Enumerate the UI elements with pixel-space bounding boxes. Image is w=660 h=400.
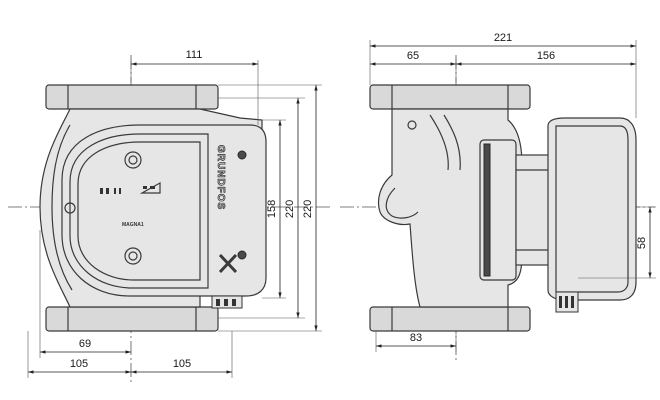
- front-view: MAGNA1 GRUNDFOS 111 158 220 220: [8, 49, 330, 382]
- front-control-box: [61, 124, 267, 297]
- side-dim-221-label: 221: [494, 32, 512, 44]
- side-top-flange: [369, 84, 531, 110]
- front-dim-220-mid-label: 220: [284, 200, 296, 218]
- side-view: 221 65 156 83 58: [340, 32, 656, 360]
- side-bottom-flange: [369, 306, 531, 332]
- front-dim-158-label: 158: [266, 200, 278, 218]
- front-brand-x-mark: [218, 253, 238, 274]
- front-cable-connector: [211, 295, 243, 309]
- front-bottom-flange: [45, 306, 219, 332]
- side-dim-83-label: 83: [410, 332, 422, 344]
- front-dim-105-left-label: 105: [70, 358, 88, 370]
- side-ribs: [429, 114, 461, 171]
- front-volute-inner-line: [51, 124, 73, 291]
- side-vent-screw: [407, 120, 417, 130]
- front-brand-logo-text: GRUNDFOS: [215, 145, 226, 210]
- side-motor: [479, 139, 557, 281]
- front-dim-105-right-label: 105: [173, 358, 191, 370]
- front-dim-220-outer-label: 220: [302, 200, 314, 218]
- side-dim-58-label: 58: [636, 237, 648, 249]
- front-dim-69-label: 69: [79, 338, 91, 350]
- front-dim-top-label: 111: [186, 49, 203, 61]
- front-model-label: MAGNA1: [122, 222, 144, 228]
- side-cable-connector: [555, 291, 579, 313]
- side-dim-65-label: 65: [407, 50, 419, 62]
- side-dim-156-label: 156: [537, 50, 555, 62]
- side-control-box: [547, 117, 637, 301]
- front-top-flange: [45, 84, 219, 110]
- side-inlet-curve: [385, 187, 419, 219]
